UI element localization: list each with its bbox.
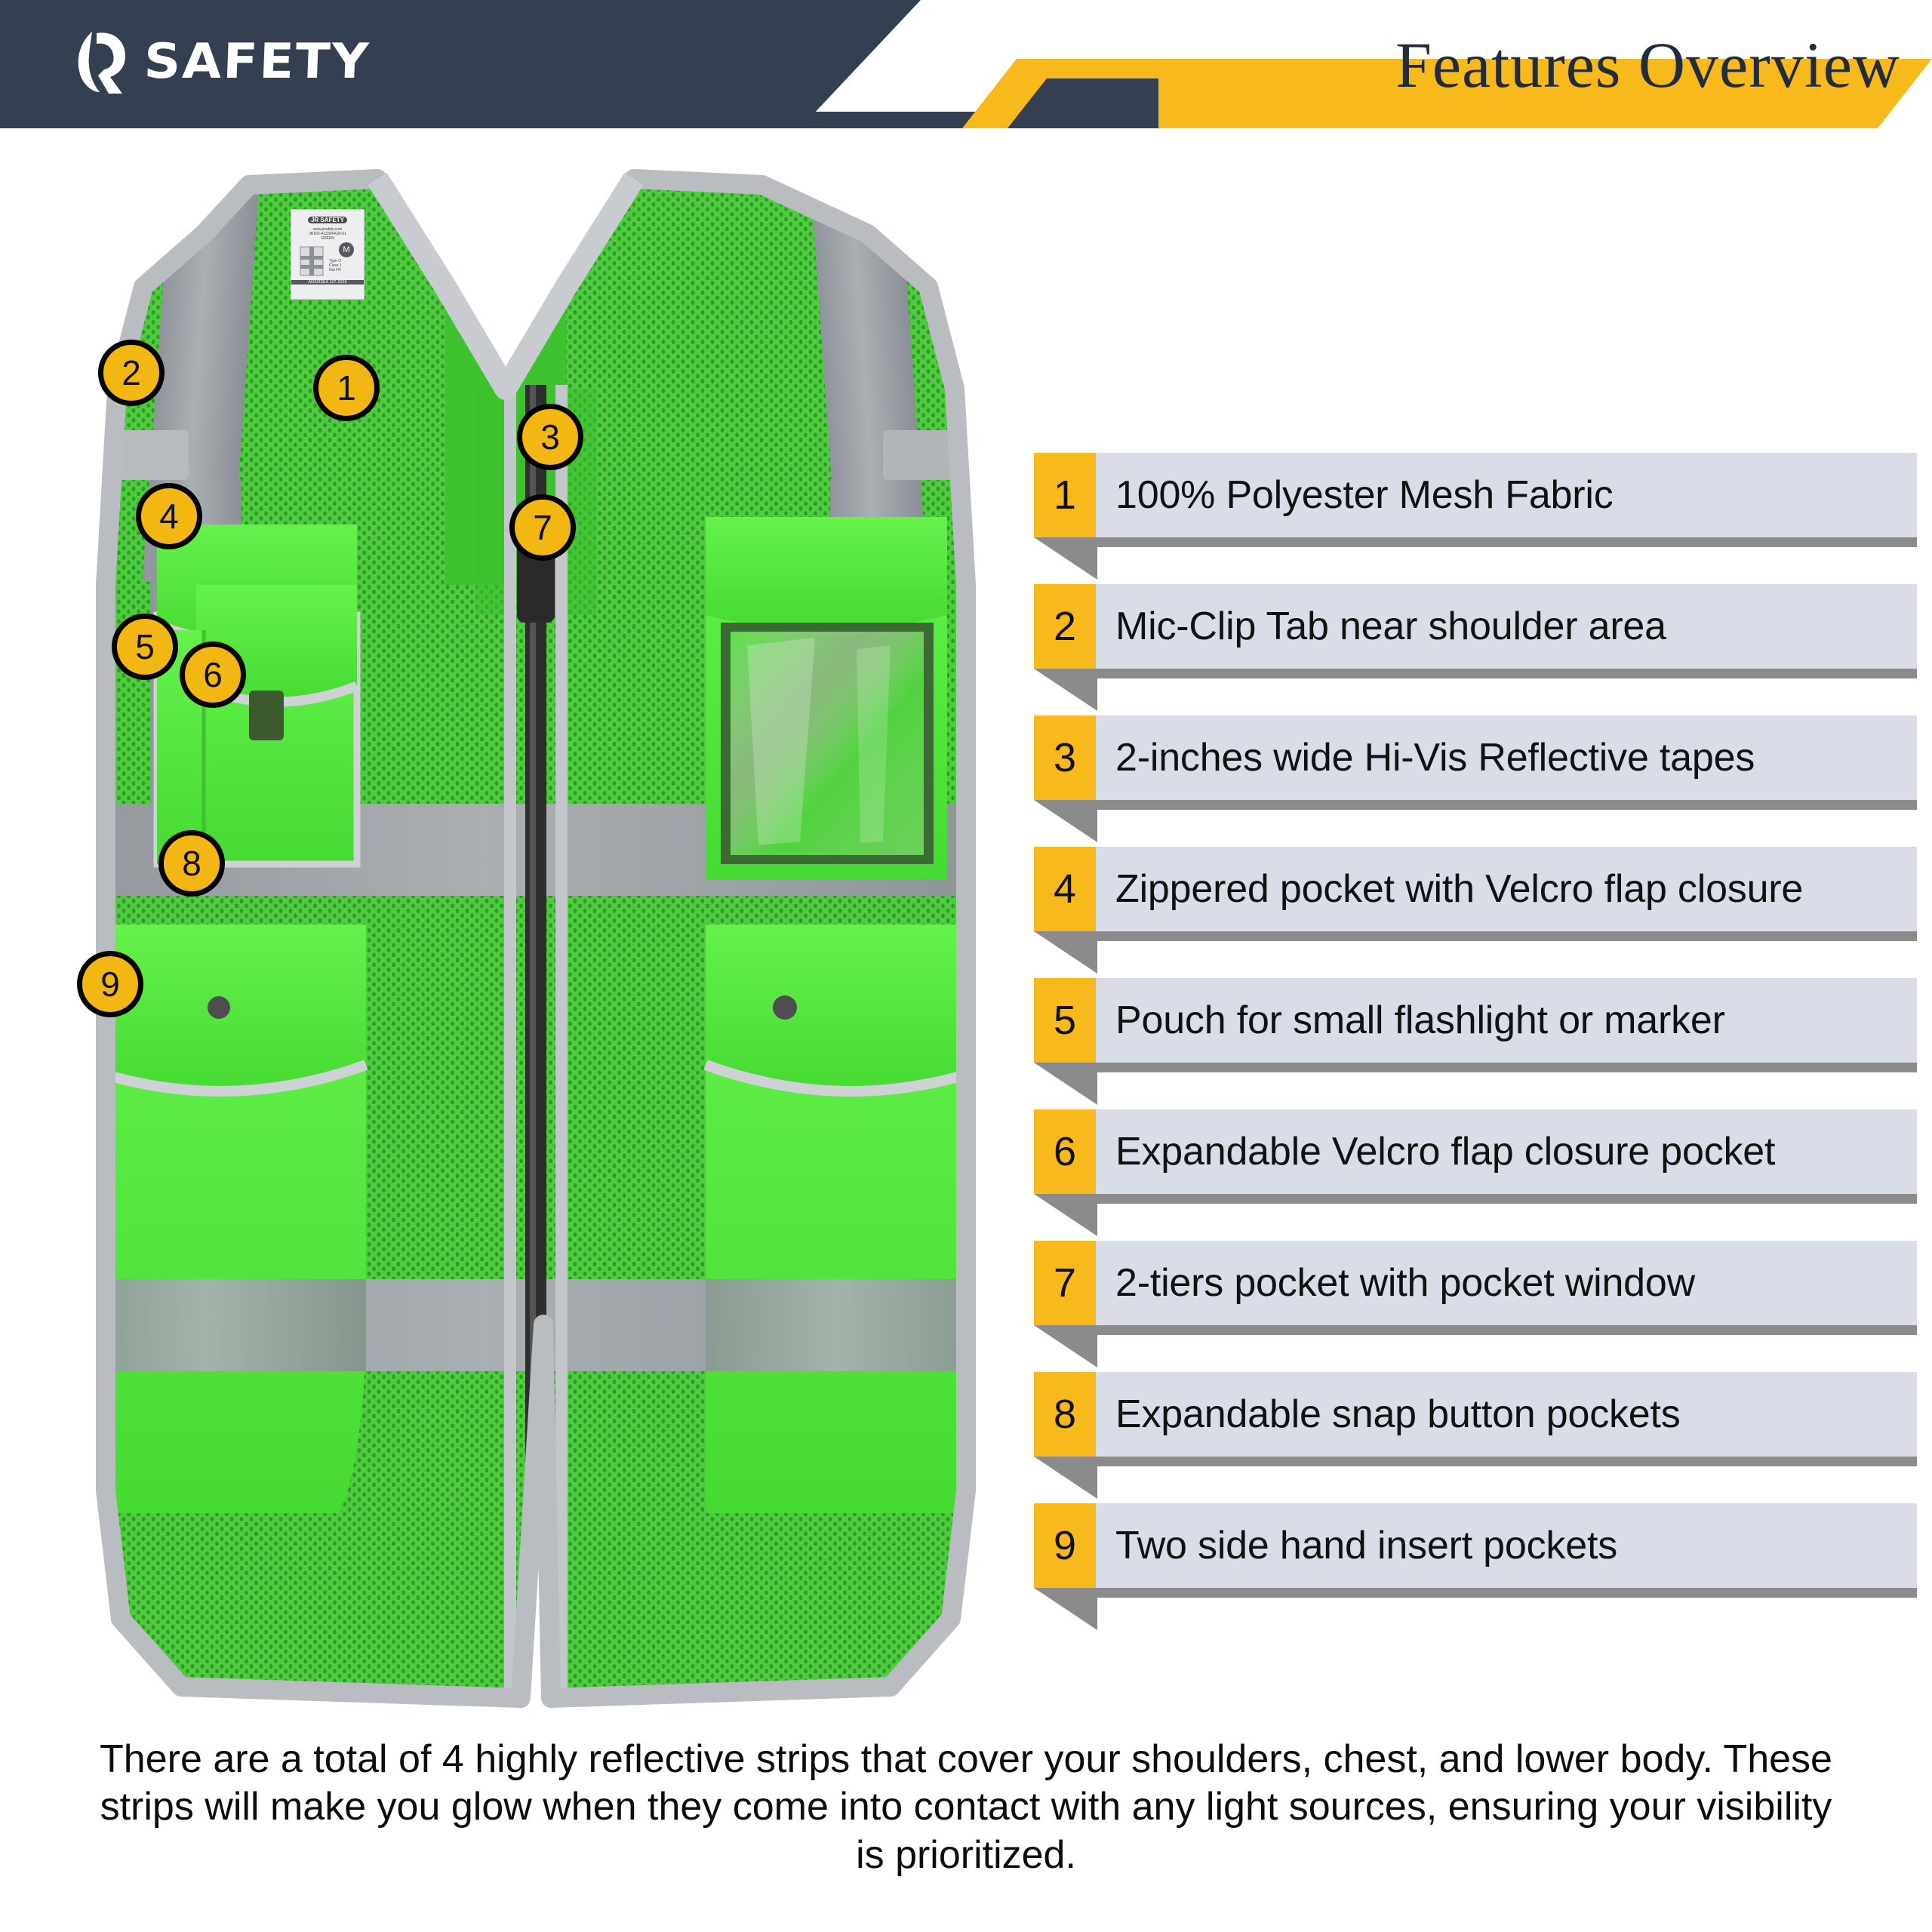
feature-label: Expandable snap button pockets — [1115, 1392, 1681, 1436]
callout-badge-2[interactable]: 2 — [98, 340, 165, 406]
care-label-color: GREEN — [321, 236, 334, 241]
feature-number: 2 — [1034, 584, 1096, 669]
feature-underline — [1096, 537, 1917, 547]
feature-shadow-triangle — [1034, 800, 1097, 842]
feature-bar: Expandable Velcro flap closure pocket — [1096, 1109, 1917, 1194]
callout-badge-1[interactable]: 1 — [313, 355, 380, 421]
feature-underline — [1096, 669, 1917, 678]
feature-underline — [1096, 800, 1917, 810]
callout-badge-7[interactable]: 7 — [509, 494, 576, 561]
feature-label: Two side hand insert pockets — [1115, 1524, 1617, 1567]
feature-label: Expandable Velcro flap closure pocket — [1115, 1130, 1776, 1174]
page-header: SAFETY Features Overview — [0, 0, 1932, 151]
feature-number: 3 — [1034, 715, 1096, 800]
feature-row-7[interactable]: 2-tiers pocket with pocket window 7 — [1034, 1241, 1924, 1372]
care-label-class: Class 1 — [329, 263, 342, 268]
feature-row-2[interactable]: Mic-Clip Tab near shoulder area 2 — [1034, 584, 1924, 715]
brand-logo: SAFETY — [69, 24, 401, 100]
features-list: 100% Polyester Mesh Fabric 1 Mic-Clip Ta… — [1034, 453, 1924, 1635]
feature-bar: Expandable snap button pockets — [1096, 1372, 1917, 1457]
feature-number: 7 — [1034, 1241, 1096, 1325]
care-label-website: www.jrsafety.com — [312, 227, 343, 232]
feature-shadow-triangle — [1034, 931, 1097, 974]
care-label-fr: Not FR — [329, 268, 341, 272]
callout-badge-3[interactable]: 3 — [517, 404, 583, 470]
feature-row-8[interactable]: Expandable snap button pockets 8 — [1034, 1372, 1924, 1503]
feature-row-5[interactable]: Pouch for small flashlight or marker 5 — [1034, 978, 1924, 1109]
feature-underline — [1096, 1325, 1917, 1335]
feature-bar: Two side hand insert pockets — [1096, 1503, 1917, 1588]
feature-underline — [1096, 931, 1917, 941]
feature-label: 2-inches wide Hi-Vis Reflective tapes — [1115, 736, 1755, 780]
feature-underline — [1096, 1194, 1917, 1204]
callout-badge-4[interactable]: 4 — [136, 483, 202, 549]
feature-shadow-triangle — [1034, 537, 1097, 580]
care-label-style-code: JR160-AC09R4GN-01 — [309, 232, 346, 236]
feature-number: 6 — [1034, 1109, 1096, 1194]
feature-underline — [1096, 1457, 1917, 1466]
feature-underline — [1096, 1063, 1917, 1072]
callout-badge-8[interactable]: 8 — [158, 830, 225, 897]
feature-row-1[interactable]: 100% Polyester Mesh Fabric 1 — [1034, 453, 1924, 584]
feature-bar: 2-tiers pocket with pocket window — [1096, 1241, 1917, 1325]
feature-shadow-triangle — [1034, 1194, 1097, 1236]
feature-label: 100% Polyester Mesh Fabric — [1115, 473, 1614, 517]
care-label-type: Type O — [329, 259, 342, 263]
feature-bar: 100% Polyester Mesh Fabric — [1096, 453, 1917, 537]
feature-number: 5 — [1034, 978, 1096, 1063]
feature-underline — [1096, 1588, 1917, 1598]
feature-label: Mic-Clip Tab near shoulder area — [1115, 605, 1666, 648]
feature-bar: Zippered pocket with Velcro flap closure — [1096, 847, 1917, 931]
header-navy-shape — [0, 0, 921, 128]
care-label: JR SAFETY www.jrsafety.com JR160-AC09R4G… — [291, 209, 365, 300]
feature-shadow-triangle — [1034, 1063, 1097, 1105]
feature-number: 4 — [1034, 847, 1096, 931]
feature-row-9[interactable]: Two side hand insert pockets 9 — [1034, 1503, 1924, 1635]
care-label-standard: ANSI/ISEA 107-2020 — [291, 280, 364, 285]
feature-bar: Mic-Clip Tab near shoulder area — [1096, 584, 1917, 669]
callout-badge-9[interactable]: 9 — [77, 951, 143, 1017]
product-image-safety-vest: JR SAFETY www.jrsafety.com JR160-AC09R4G… — [23, 162, 1049, 1717]
feature-number: 9 — [1034, 1503, 1096, 1588]
feature-number: 8 — [1034, 1372, 1096, 1457]
care-label-brand: JR SAFETY — [307, 217, 347, 223]
callout-badge-6[interactable]: 6 — [180, 641, 246, 708]
feature-number: 1 — [1034, 453, 1096, 537]
feature-row-3[interactable]: 2-inches wide Hi-Vis Reflective tapes 3 — [1034, 715, 1924, 847]
feature-label: Zippered pocket with Velcro flap closure — [1115, 867, 1804, 911]
page-title: Features Overview — [1395, 29, 1900, 101]
care-label-vest-pictogram — [294, 242, 329, 278]
feature-shadow-triangle — [1034, 1325, 1097, 1367]
feature-bar: Pouch for small flashlight or marker — [1096, 978, 1917, 1063]
logo-wordmark: SAFETY — [143, 34, 371, 90]
feature-label: 2-tiers pocket with pocket window — [1115, 1261, 1695, 1305]
feature-label: Pouch for small flashlight or marker — [1115, 998, 1725, 1042]
care-label-size: M — [339, 242, 354, 257]
feature-shadow-triangle — [1034, 1588, 1097, 1630]
feature-shadow-triangle — [1034, 669, 1097, 711]
feature-row-6[interactable]: Expandable Velcro flap closure pocket 6 — [1034, 1109, 1924, 1241]
feature-shadow-triangle — [1034, 1457, 1097, 1499]
feature-row-4[interactable]: Zippered pocket with Velcro flap closure… — [1034, 847, 1924, 978]
jr-monogram-icon — [69, 27, 139, 97]
callout-badge-5[interactable]: 5 — [112, 614, 178, 680]
feature-bar: 2-inches wide Hi-Vis Reflective tapes — [1096, 715, 1917, 800]
footer-caption: There are a total of 4 highly reflective… — [100, 1737, 1832, 1877]
